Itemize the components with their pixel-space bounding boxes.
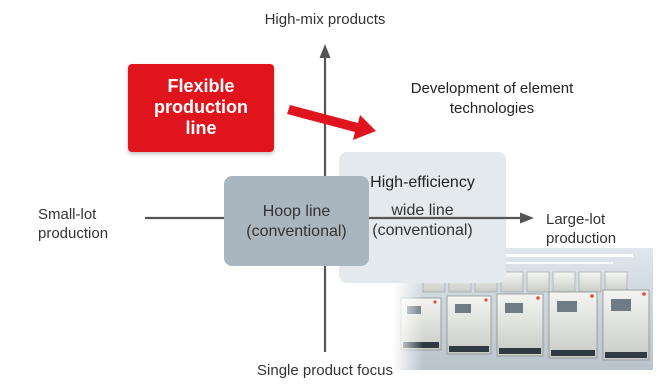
axis-right-label-line2: production [546, 230, 617, 247]
axis-bottom-label: Single product focus [257, 362, 393, 379]
axis-top-label: High-mix products [264, 11, 386, 28]
hoop-line-label: Hoop line [262, 203, 331, 220]
axis-left-label-line1: Small-lot [38, 206, 97, 223]
wide-line-label: wide line [391, 202, 454, 219]
development-label-line2: technologies [449, 100, 535, 117]
flexible-production-line-box: Flexible production line [128, 64, 274, 152]
development-arrow [287, 105, 376, 140]
production-label: production [154, 97, 248, 117]
axis-right-label-line1: Large-lot [546, 211, 606, 228]
axis-left-label-line2: production [38, 225, 109, 242]
hoop-line-box: Hoop line (conventional) [224, 176, 369, 266]
development-label-line1: Development of element [410, 80, 574, 97]
flexible-label: Flexible [167, 76, 235, 96]
line-label: line [185, 118, 217, 138]
vertical-axis-arrowhead [319, 44, 331, 58]
wide-line-title: High-efficiency [370, 174, 475, 191]
wide-line-conventional: (conventional) [372, 222, 473, 239]
horizontal-axis-arrowhead [520, 212, 534, 224]
hoop-line-conventional: (conventional) [246, 223, 347, 240]
factory-photo [393, 248, 653, 370]
